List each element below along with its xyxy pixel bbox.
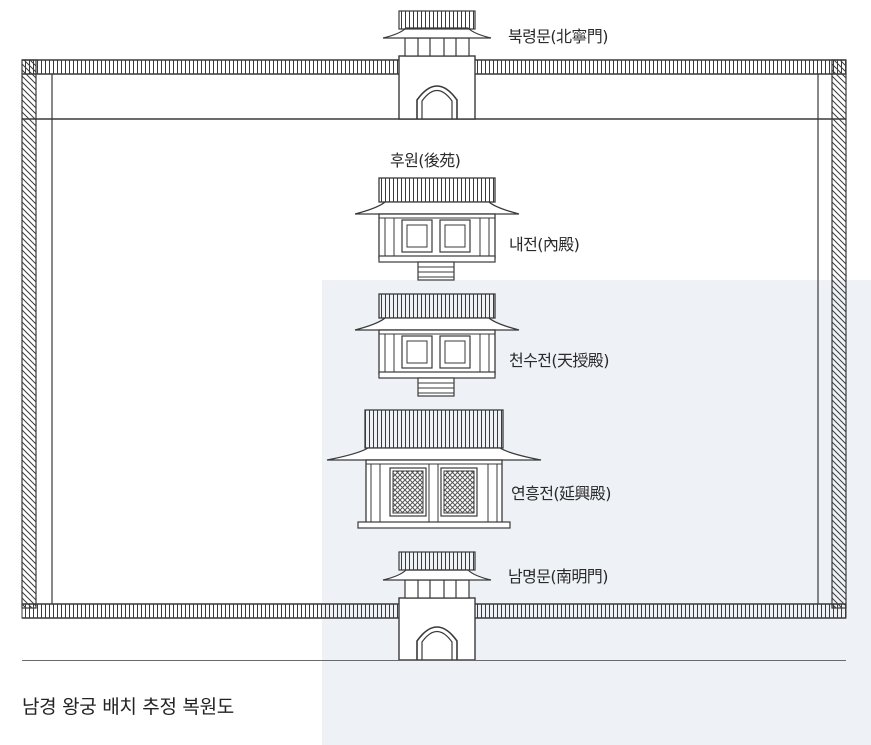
- yeonheung-hall: [326, 409, 542, 529]
- back-garden-label: 후원(後苑): [390, 151, 460, 170]
- cheonsu-hall: [354, 293, 520, 397]
- yeonheung-hall-label: 연흥전(延興殿): [511, 484, 611, 503]
- inner-hall: [354, 177, 520, 281]
- south-gate-label: 남명문(南明門): [508, 567, 608, 586]
- figure-caption: 남경 왕궁 배치 추정 복원도: [22, 696, 234, 718]
- south-gate: [382, 551, 492, 661]
- north-gate: [382, 10, 492, 120]
- inner-hall-label: 내전(內殿): [509, 235, 579, 254]
- caption-divider: [22, 660, 846, 661]
- outer-wall: [21, 59, 847, 619]
- cheonsu-hall-label: 천수전(天授殿): [509, 351, 609, 370]
- north-gate-label: 북령문(北寧門): [508, 27, 608, 46]
